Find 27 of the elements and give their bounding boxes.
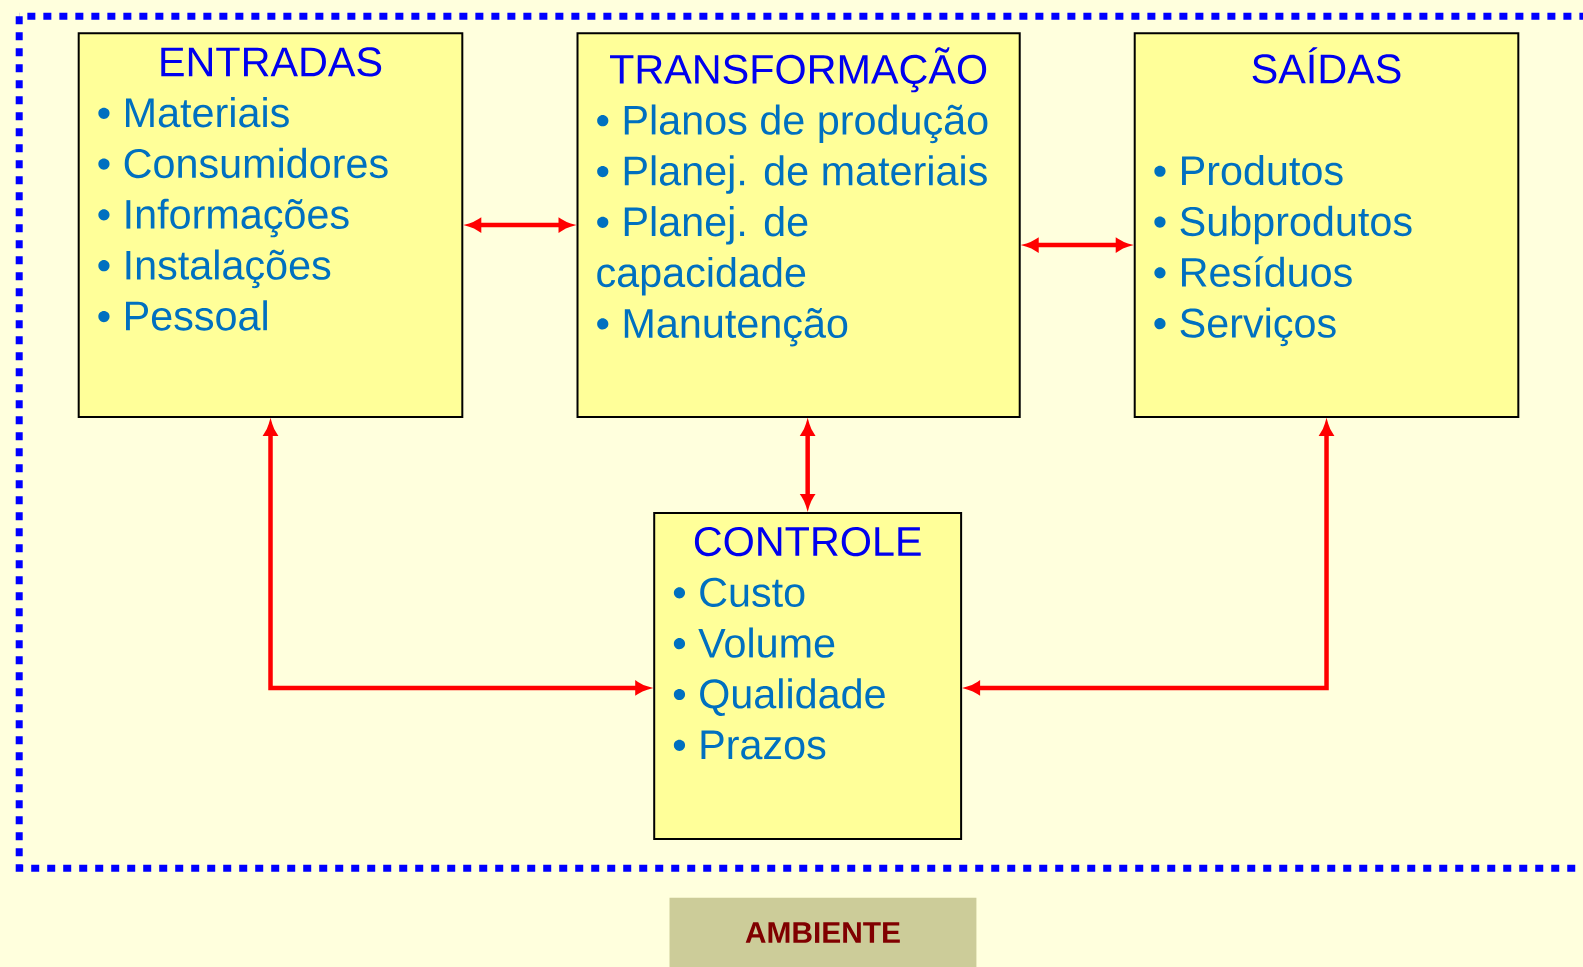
box-heading: TRANSFORMAÇÃO [610, 47, 987, 93]
process-box [576, 32, 1021, 418]
label-text: AMBIENTE [745, 922, 900, 943]
bullet-item: • Serviços [1154, 307, 1336, 347]
bullet-item: • Manutenção [597, 308, 848, 347]
bullet-item: • Subprodutos [1154, 205, 1412, 245]
ambient-label-box [669, 897, 977, 967]
process-box [1133, 32, 1520, 418]
bullet-item: • Planej. de materiais [597, 155, 987, 194]
bullet-item: • Informações [98, 198, 349, 238]
bullet-item: • Consumidores [98, 147, 388, 179]
bullet-item: • Produtos [1154, 155, 1343, 186]
bullet-item: • Custo [673, 577, 805, 607]
box-heading: CONTROLE [694, 526, 921, 557]
bullet-item: • Qualidade [673, 678, 885, 716]
bullet-item: • Materiais [98, 97, 289, 128]
bullet-item: • Prazos [673, 730, 826, 760]
bullet-item: • Volume [673, 627, 835, 658]
bullet-item: • Pessoal [98, 300, 267, 331]
bullet-item: • Resíduos [1154, 256, 1352, 287]
box-heading: SAÍDAS [1252, 47, 1401, 84]
bullet-item: • Instalações [98, 249, 331, 289]
process-box [653, 511, 963, 840]
process-box [77, 32, 464, 418]
bullet-item: • Planej. de capacidade [597, 206, 808, 296]
bullet-item: • Planos de produção [597, 104, 988, 144]
box-heading: ENTRADAS [161, 47, 382, 77]
